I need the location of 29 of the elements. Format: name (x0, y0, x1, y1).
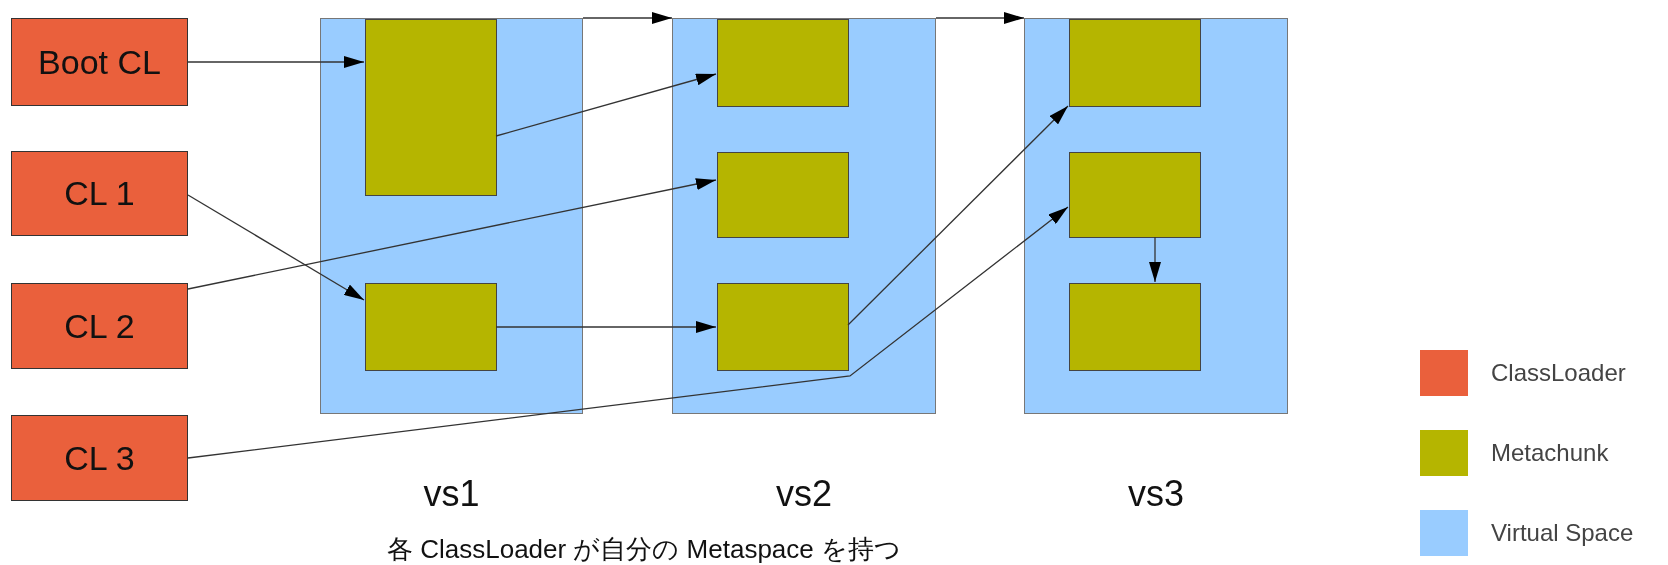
arrow (847, 105, 1069, 326)
metachunk-box (1069, 152, 1201, 238)
metachunk-box (717, 283, 849, 371)
legend-label: Virtual Space (1491, 519, 1634, 547)
arrow (495, 321, 717, 333)
panel-label: vs1 (422, 473, 481, 515)
metachunk-box (1069, 283, 1201, 371)
metachunk-box (717, 152, 849, 238)
legend-label: Metachunk (1491, 439, 1609, 467)
class-loader-box: CL 3 (11, 415, 188, 501)
class-loader-box: CL 2 (11, 283, 188, 369)
metachunk-box (365, 283, 497, 371)
panel-label: vs3 (1127, 473, 1185, 515)
arrow (495, 73, 717, 137)
arrow (935, 12, 1025, 24)
arrow (1149, 236, 1161, 283)
metachunk-box (717, 19, 849, 107)
arrow (187, 206, 1069, 459)
legend-label: ClassLoader (1491, 359, 1626, 387)
class-loader-box: Boot CL (11, 18, 188, 106)
arrow (187, 178, 717, 290)
class-loader-box: CL 1 (11, 151, 188, 236)
arrow (582, 12, 673, 24)
metachunk-box (365, 19, 497, 196)
caption: 各 ClassLoader が自分の Metaspace を持つ (386, 534, 901, 564)
arrow (187, 194, 365, 301)
arrow (187, 56, 365, 68)
panel-label: vs2 (775, 473, 833, 515)
metachunk-box (1069, 19, 1201, 107)
